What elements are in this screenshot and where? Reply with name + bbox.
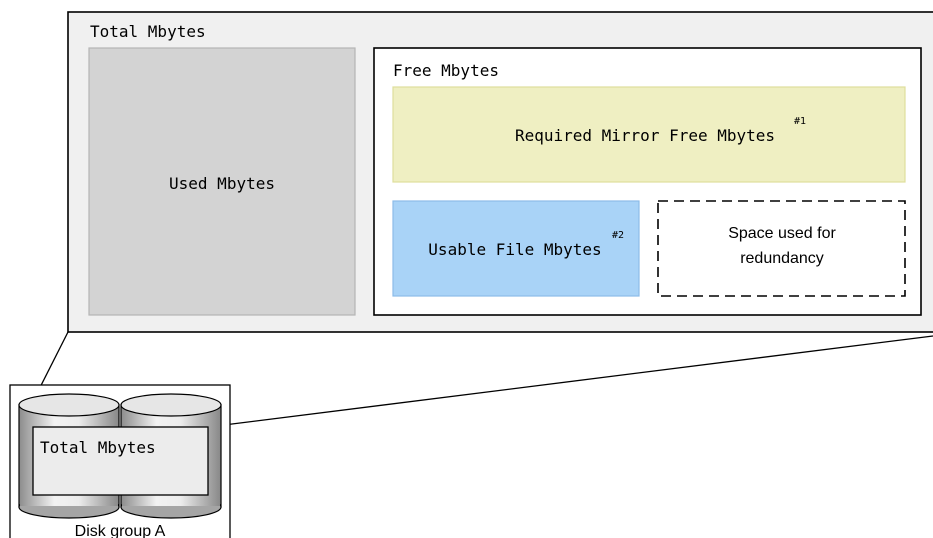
usable-file-label: Usable File Mbytes xyxy=(428,240,601,259)
footnote-2: #2 xyxy=(612,230,624,241)
disk-total-label: Total Mbytes xyxy=(40,438,156,457)
required-mirror-free-box: Required Mirror Free Mbytes #1 xyxy=(392,86,906,183)
required-mirror-free-label: Required Mirror Free Mbytes xyxy=(515,126,775,145)
redundancy-box: Space used for redundancy xyxy=(657,200,906,297)
footnote-1: #1 xyxy=(794,116,806,127)
zoom-line-right xyxy=(207,335,933,428)
free-mbytes-label: Free Mbytes xyxy=(393,61,499,80)
used-mbytes-box: Used Mbytes xyxy=(88,47,356,316)
total-mbytes-label: Total Mbytes xyxy=(90,22,206,41)
disk-total-box xyxy=(32,426,209,496)
disk-group: Total Mbytes Disk group A xyxy=(9,384,231,538)
disk-group-caption: Disk group A xyxy=(75,523,166,538)
redundancy-label-line2: redundancy xyxy=(740,250,824,267)
redundancy-label-line1: Space used for xyxy=(728,225,836,242)
used-mbytes-label: Used Mbytes xyxy=(169,174,275,193)
usable-file-box: Usable File Mbytes #2 xyxy=(392,200,640,297)
